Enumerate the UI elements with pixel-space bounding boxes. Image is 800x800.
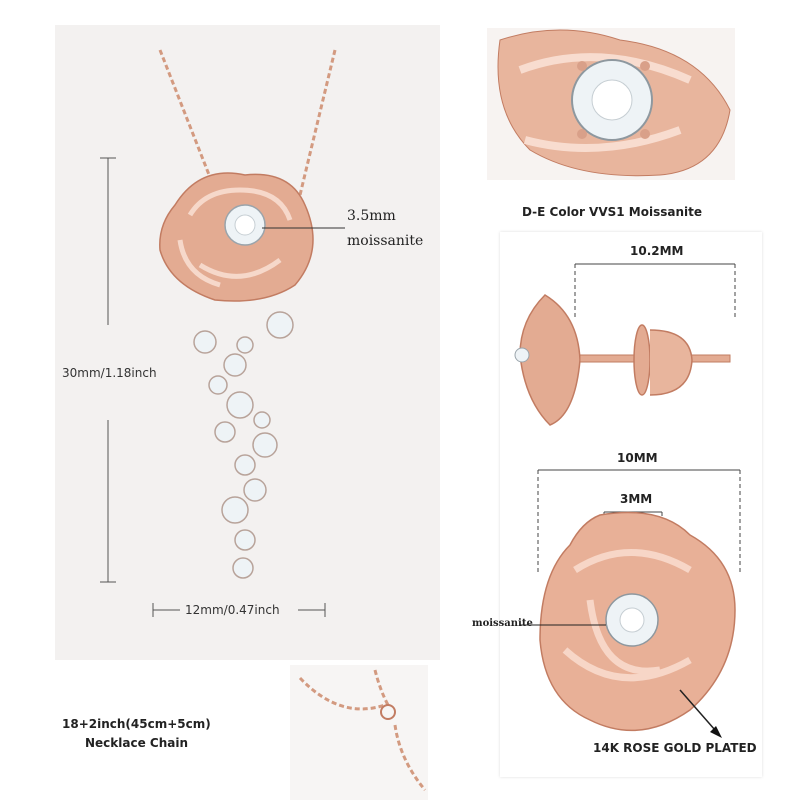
earring-width-label: 10MM bbox=[617, 451, 658, 465]
stone-quality-caption: D-E Color VVS1 Moissanite bbox=[522, 205, 702, 219]
earring-length-label: 10.2MM bbox=[630, 244, 684, 258]
stone-size-label: 3.5mm bbox=[347, 208, 396, 224]
earring-stone-size-label: 3MM bbox=[620, 492, 653, 506]
width-dimension-label: 12mm/0.47inch bbox=[185, 603, 280, 617]
plating-label: 14K ROSE GOLD PLATED bbox=[593, 741, 757, 755]
earring-stone-name-label: moissanite bbox=[472, 618, 533, 629]
chain-caption: Necklace Chain bbox=[85, 736, 189, 750]
chain-photo-panel bbox=[290, 665, 428, 800]
height-dimension-label: 30mm/1.18inch bbox=[62, 366, 157, 380]
stone-name-label: moissanite bbox=[347, 233, 424, 249]
chain-length-label: 18+2inch(45cm+5cm) bbox=[62, 717, 211, 731]
